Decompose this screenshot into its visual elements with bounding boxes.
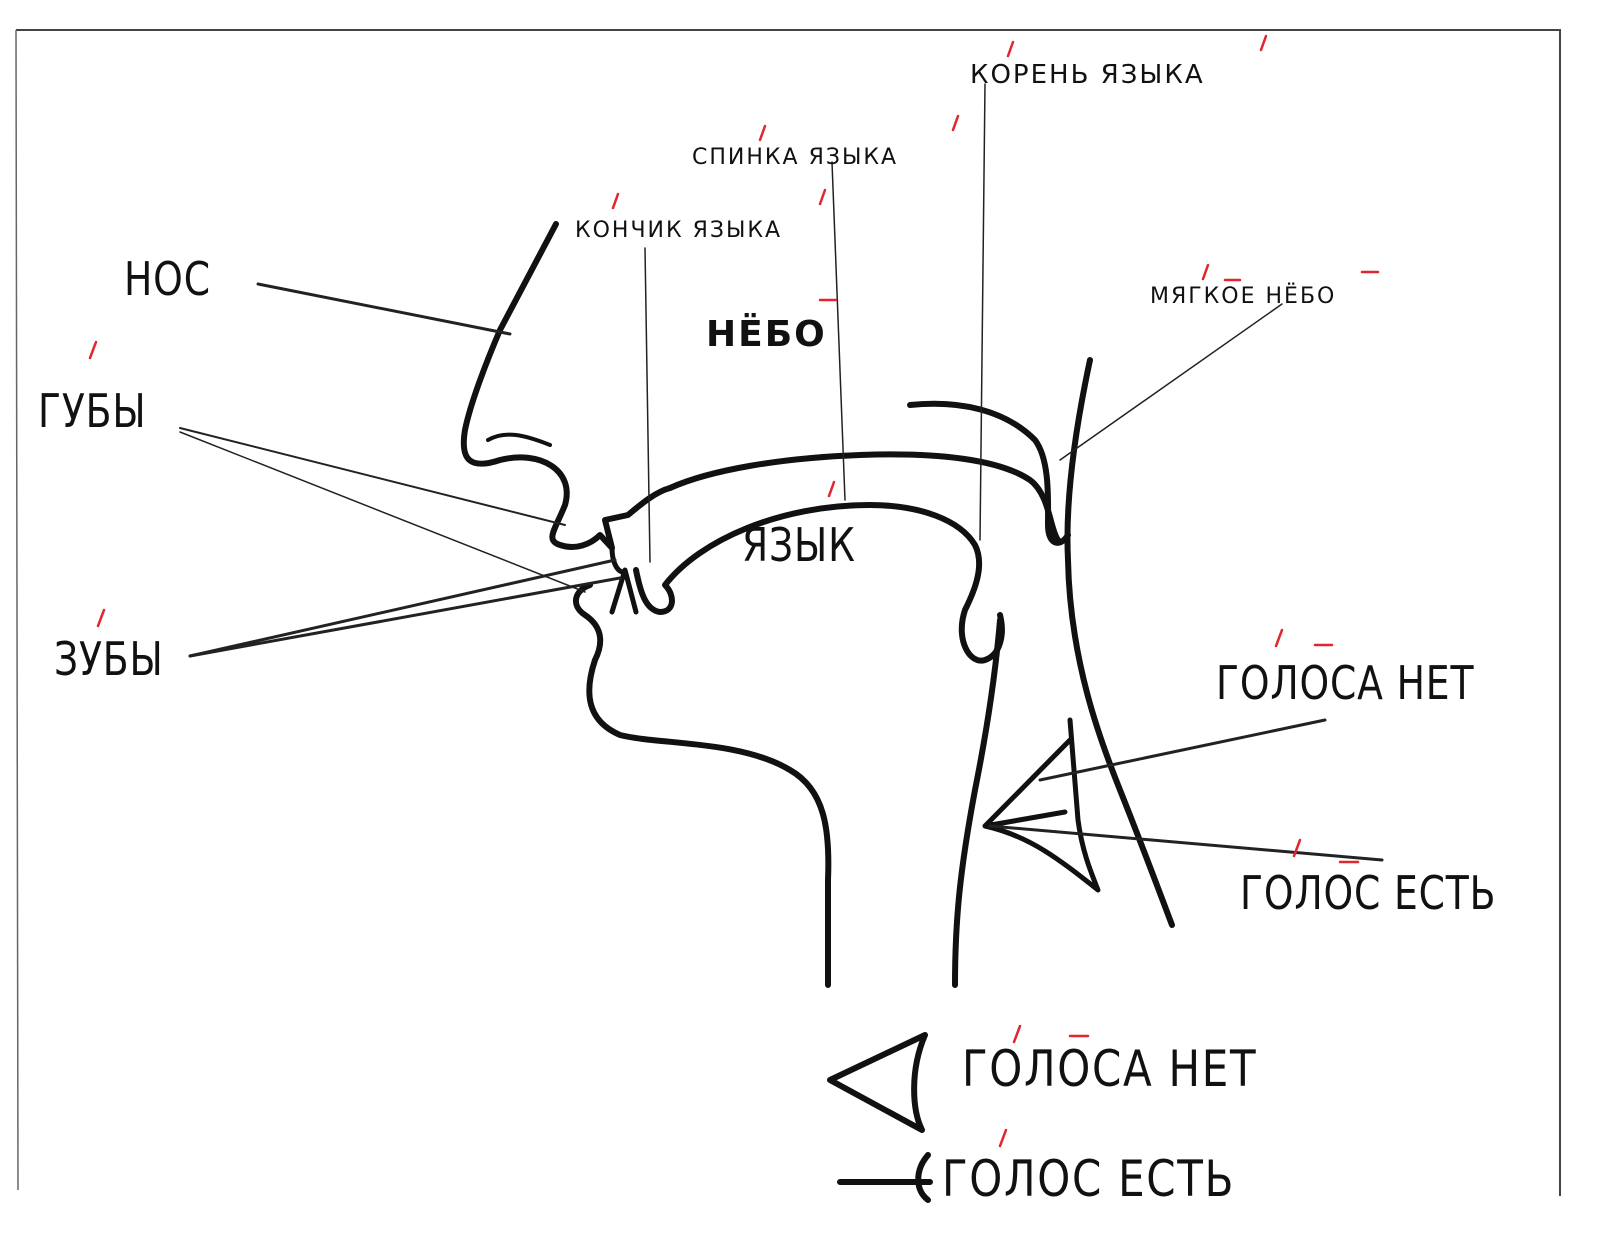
stress-mark — [953, 116, 958, 130]
label-soft-palate: МЯГКОЕ НЁБО — [1150, 284, 1336, 309]
teeth-pointer-lower — [190, 578, 620, 656]
label-tongue: ЯЗЫК — [742, 518, 856, 572]
lower-teeth — [612, 570, 636, 612]
stress-mark — [1261, 36, 1266, 50]
stress-mark — [760, 126, 765, 140]
stress-mark — [613, 194, 618, 208]
tongue-tip-pointer — [645, 248, 650, 562]
stress-mark — [98, 610, 104, 626]
soft-palate-pointer — [1060, 304, 1282, 460]
legend-no-voice-symbol — [830, 1035, 925, 1130]
tongue-back-pointer — [832, 162, 845, 500]
legend-voice-symbol — [840, 1155, 930, 1200]
throat-front-wall — [955, 620, 1000, 985]
hard-palate — [670, 454, 1058, 540]
nostril — [488, 435, 550, 445]
label-lips: ГУБЫ — [38, 384, 146, 438]
label-voice: ГОЛОС ЕСТЬ — [1240, 866, 1496, 920]
lips-pointer-upper — [180, 428, 565, 525]
stress-mark — [1008, 42, 1013, 56]
stress-mark — [829, 482, 834, 496]
label-no-voice: ГОЛОСА НЕТ — [1216, 656, 1474, 710]
label-teeth: ЗУБЫ — [54, 632, 164, 686]
label-tongue-root: КОРЕНЬ ЯЗЫКА — [970, 60, 1205, 90]
no-voice-pointer — [1040, 720, 1325, 780]
stress-mark — [1276, 630, 1282, 646]
label-palate: НЁБО — [706, 314, 827, 355]
legend-voice-label: ГОЛОС ЕСТЬ — [942, 1150, 1235, 1208]
stress-mark — [1203, 265, 1208, 279]
vocal-cords — [985, 720, 1098, 890]
label-tongue-back: СПИНКА ЯЗЫКА — [692, 145, 898, 170]
label-tongue-tip: КОНЧИК ЯЗЫКА — [575, 218, 782, 243]
nose-pointer — [258, 284, 510, 334]
stress-mark — [90, 342, 96, 358]
frame-border — [16, 30, 1560, 1196]
legend-no-voice-label: ГОЛОСА НЕТ — [962, 1040, 1257, 1098]
stress-mark — [820, 190, 825, 204]
soft-palate — [910, 404, 1068, 543]
tongue-root-pointer — [980, 84, 985, 540]
teeth-pointer-upper — [190, 560, 615, 656]
stress-mark — [1000, 1130, 1006, 1146]
frame-left — [16, 30, 18, 1190]
label-nose: НОС — [124, 252, 211, 306]
